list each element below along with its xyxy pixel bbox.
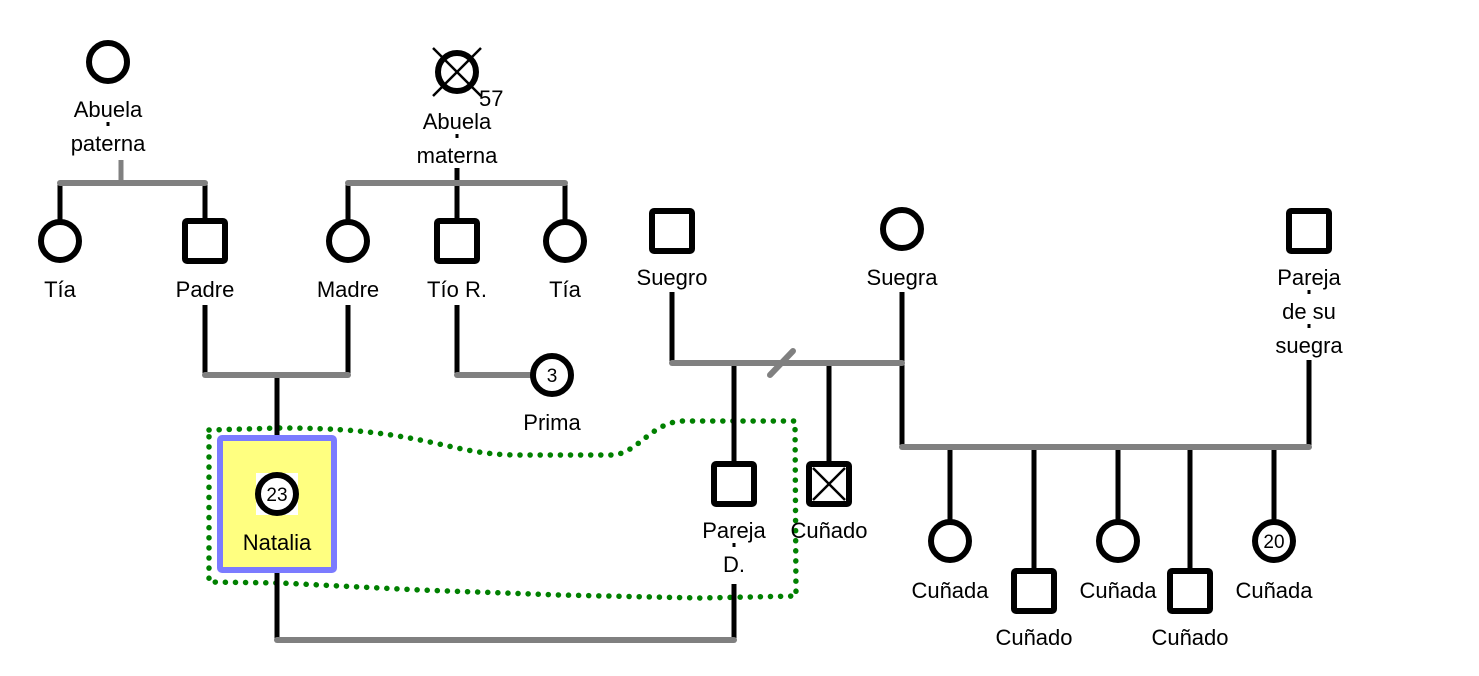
person-label: Abuela xyxy=(74,97,143,122)
person-padre[interactable] xyxy=(182,218,228,264)
male-symbol-icon[interactable] xyxy=(1286,208,1332,254)
male-symbol-icon[interactable] xyxy=(182,218,228,264)
deceased-cross-icon xyxy=(432,47,482,97)
person-label: Madre xyxy=(317,277,379,302)
person-suegro[interactable] xyxy=(649,208,695,254)
person-suegra[interactable] xyxy=(880,207,924,251)
person-label: D. xyxy=(723,552,745,577)
person-label: Suegro xyxy=(637,265,708,290)
person-label: paterna xyxy=(71,131,146,156)
deceased-cross-icon xyxy=(812,467,846,501)
person-tia-paterna[interactable] xyxy=(38,219,82,263)
person-label: de su xyxy=(1282,299,1336,324)
person-tio-r[interactable] xyxy=(434,218,480,264)
age-label: 3 xyxy=(547,366,558,387)
age-label: 57 xyxy=(479,86,503,111)
person-cunada-3[interactable] xyxy=(1252,519,1296,563)
descent-lines xyxy=(57,160,1312,640)
person-symbols xyxy=(38,40,1332,614)
male-symbol-icon[interactable] xyxy=(1167,568,1213,614)
age-label: 20 xyxy=(1263,532,1284,553)
household-boundary xyxy=(206,418,799,601)
person-cunado-fallecido[interactable] xyxy=(806,461,852,507)
person-label: suegra xyxy=(1275,333,1343,358)
person-label: Cuñado xyxy=(995,625,1072,650)
person-label: materna xyxy=(417,143,498,168)
person-label: Pareja xyxy=(1277,265,1341,290)
person-label: Tía xyxy=(44,277,77,302)
person-cunada-2[interactable] xyxy=(1096,519,1140,563)
person-cunado-2[interactable] xyxy=(1167,568,1213,614)
person-label: Cuñada xyxy=(1079,578,1157,603)
female-symbol-icon[interactable] xyxy=(530,353,574,397)
person-abuela-paterna[interactable] xyxy=(86,40,130,84)
male-symbol-icon[interactable] xyxy=(649,208,695,254)
person-tia-materna[interactable] xyxy=(543,219,587,263)
person-natalia[interactable] xyxy=(255,472,299,516)
male-symbol-icon[interactable] xyxy=(711,461,757,507)
relation-lines xyxy=(57,180,1312,643)
female-symbol-icon[interactable] xyxy=(86,40,130,84)
female-symbol-icon[interactable] xyxy=(255,472,299,516)
person-madre[interactable] xyxy=(326,219,370,263)
female-symbol-icon[interactable] xyxy=(543,219,587,263)
person-label: Cuñada xyxy=(911,578,989,603)
person-pareja-suegra[interactable] xyxy=(1286,208,1332,254)
person-label: Abuela xyxy=(423,109,492,134)
person-label: Tía xyxy=(549,277,582,302)
person-label: Cuñado xyxy=(790,518,867,543)
person-label: Padre xyxy=(176,277,235,302)
separation-mark xyxy=(767,348,796,378)
person-cunado-1[interactable] xyxy=(1011,568,1057,614)
person-label: Cuñado xyxy=(1151,625,1228,650)
female-symbol-icon[interactable] xyxy=(1252,519,1296,563)
person-label: Suegra xyxy=(867,265,939,290)
person-label: Tío R. xyxy=(427,277,487,302)
female-symbol-icon[interactable] xyxy=(38,219,82,263)
person-prima[interactable] xyxy=(530,353,574,397)
person-cunada-1[interactable] xyxy=(928,519,972,563)
male-symbol-icon[interactable] xyxy=(1011,568,1057,614)
female-symbol-icon[interactable] xyxy=(928,519,972,563)
female-symbol-icon[interactable] xyxy=(326,219,370,263)
person-label: Natalia xyxy=(243,530,312,555)
person-label: Pareja xyxy=(702,518,766,543)
person-label: Cuñada xyxy=(1235,578,1313,603)
female-symbol-icon[interactable] xyxy=(880,207,924,251)
female-symbol-icon[interactable] xyxy=(1096,519,1140,563)
age-label: 23 xyxy=(266,485,287,506)
person-label: Prima xyxy=(523,410,581,435)
person-pareja-d[interactable] xyxy=(711,461,757,507)
person-abuela-materna[interactable] xyxy=(432,47,482,97)
male-symbol-icon[interactable] xyxy=(434,218,480,264)
